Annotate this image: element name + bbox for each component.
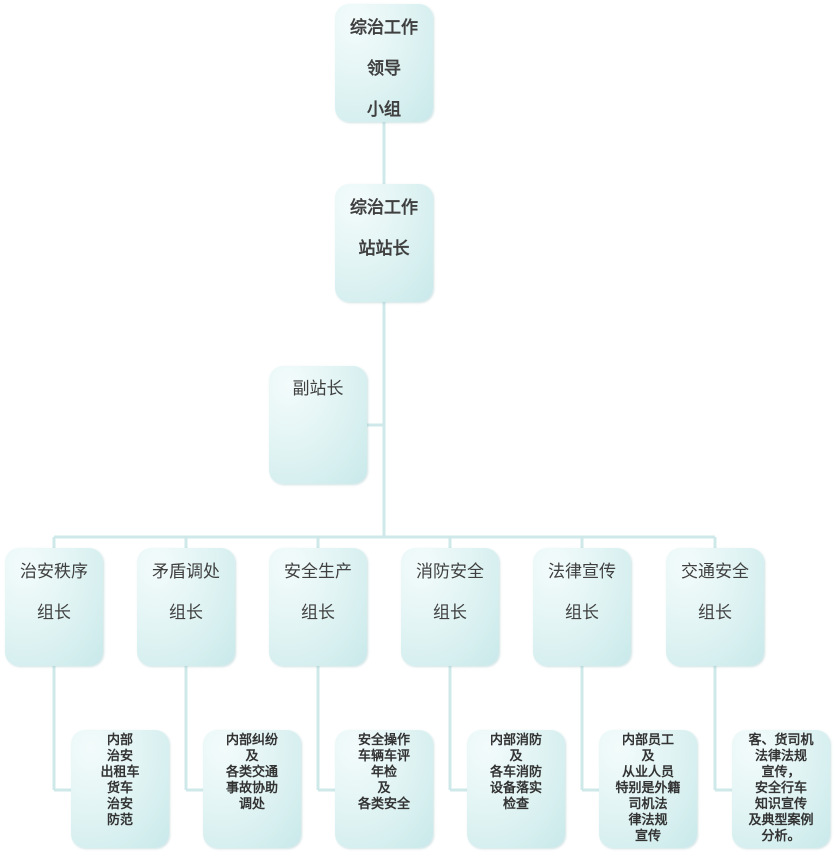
station-head-box: 综治工作 站站长 xyxy=(335,184,433,302)
group-duty-box-2: 内部纠纷及各类交通事故协助调处 xyxy=(203,730,301,848)
group-duty-4-line-3: 各车消防 xyxy=(489,765,542,780)
group-duty-4-line-1: 内部消防 xyxy=(489,733,542,748)
group-duty-6-line-4: 安全行车 xyxy=(754,781,807,796)
group-leader-5-line-1: 法律宣传 xyxy=(548,562,616,582)
deputy-head-box: 副站长 xyxy=(269,366,367,484)
group-duty-5-line-4: 特别是外籍 xyxy=(615,781,681,796)
group-leader-4-line-2: 组长 xyxy=(433,603,467,623)
group-duty-4-line-2: 及 xyxy=(509,749,523,764)
group-leader-2-line-2: 组长 xyxy=(169,603,203,623)
group-duty-1-line-2: 治安 xyxy=(106,749,133,764)
group-leader-1-line-1: 治安秩序 xyxy=(20,562,88,582)
leadership-group-line-1: 综治工作 xyxy=(350,18,418,38)
station-head-line-1: 综治工作 xyxy=(350,198,418,218)
group-leader-box-4: 消防安全组长 xyxy=(401,548,499,666)
group-duty-1-line-3: 出租车 xyxy=(100,765,140,780)
station-head-line-2: 站站长 xyxy=(358,239,410,259)
group-duty-box-1: 内部治安出租车货车治安防范 xyxy=(71,730,169,848)
group-duty-5-line-7: 宣传 xyxy=(634,829,661,844)
group-leader-6-line-1: 交通安全 xyxy=(681,562,749,582)
group-duty-4-line-5: 检查 xyxy=(502,797,529,812)
group-leader-1-line-2: 组长 xyxy=(37,603,71,623)
group-duty-1-line-4: 货车 xyxy=(106,781,133,796)
group-duty-6-line-5: 知识宣传 xyxy=(754,797,807,812)
group-duty-1-line-1: 内部 xyxy=(106,733,133,748)
group-duty-1-line-5: 治安 xyxy=(106,797,133,812)
group-duty-3-line-4: 及 xyxy=(377,781,391,796)
group-duty-2-line-1: 内部纠纷 xyxy=(225,733,278,748)
group-duty-6-line-3: 宣传， xyxy=(761,765,801,780)
group-duty-4-line-4: 设备落实 xyxy=(489,781,542,796)
group-duty-box-6: 客、货司机法律法规宣传，安全行车知识宣传及典型案例分析。 xyxy=(732,730,830,848)
group-leader-3-line-2: 组长 xyxy=(301,603,335,623)
group-leader-2-line-1: 矛盾调处 xyxy=(152,562,220,582)
group-leader-box-1: 治安秩序组长 xyxy=(5,548,103,666)
group-leader-3-line-1: 安全生产 xyxy=(284,562,352,582)
group-duty-5-line-3: 从业人员 xyxy=(621,765,674,780)
group-leader-6-line-2: 组长 xyxy=(698,603,732,623)
group-duty-3-line-1: 安全操作 xyxy=(357,733,410,748)
leadership-group-line-3: 小组 xyxy=(367,100,401,120)
group-leader-box-3: 安全生产组长 xyxy=(269,548,367,666)
group-duty-5-line-5: 司机法 xyxy=(628,797,668,812)
group-duty-1-line-6: 防范 xyxy=(106,813,133,828)
group-leader-box-2: 矛盾调处组长 xyxy=(137,548,235,666)
leadership-group-box: 综治工作 领导 小组 xyxy=(335,4,433,122)
group-leader-box-5: 法律宣传组长 xyxy=(533,548,631,666)
group-duty-6-line-1: 客、货司机 xyxy=(748,733,814,748)
group-duty-3-line-2: 车辆车评 xyxy=(357,749,410,764)
deputy-head-label: 副站长 xyxy=(292,379,344,399)
group-duty-2-line-3: 各类交通 xyxy=(225,765,278,780)
group-duty-6-line-7: 分析。 xyxy=(761,829,801,844)
group-leader-4-line-1: 消防安全 xyxy=(416,562,484,582)
group-duty-2-line-5: 调处 xyxy=(238,797,265,812)
group-duty-3-line-3: 年检 xyxy=(370,765,397,780)
group-duty-box-3: 安全操作车辆车评年检及各类安全 xyxy=(335,730,433,848)
group-duty-3-line-5: 各类安全 xyxy=(357,797,410,812)
group-leader-5-line-2: 组长 xyxy=(565,603,599,623)
group-duty-5-line-1: 内部员工 xyxy=(621,733,674,748)
group-duty-6-line-2: 法律法规 xyxy=(754,749,807,764)
group-duty-2-line-4: 事故协助 xyxy=(225,781,278,796)
group-leader-box-6: 交通安全组长 xyxy=(666,548,764,666)
group-duty-5-line-6: 律法规 xyxy=(628,813,668,828)
group-duty-box-5: 内部员工及从业人员特别是外籍司机法律法规宣传 xyxy=(599,730,697,848)
leadership-group-line-2: 领导 xyxy=(367,59,401,79)
group-duty-5-line-2: 及 xyxy=(641,749,655,764)
group-duty-2-line-2: 及 xyxy=(245,749,259,764)
group-duty-box-4: 内部消防及各车消防设备落实检查 xyxy=(467,730,565,848)
group-duty-6-line-6: 及典型案例 xyxy=(748,813,814,828)
